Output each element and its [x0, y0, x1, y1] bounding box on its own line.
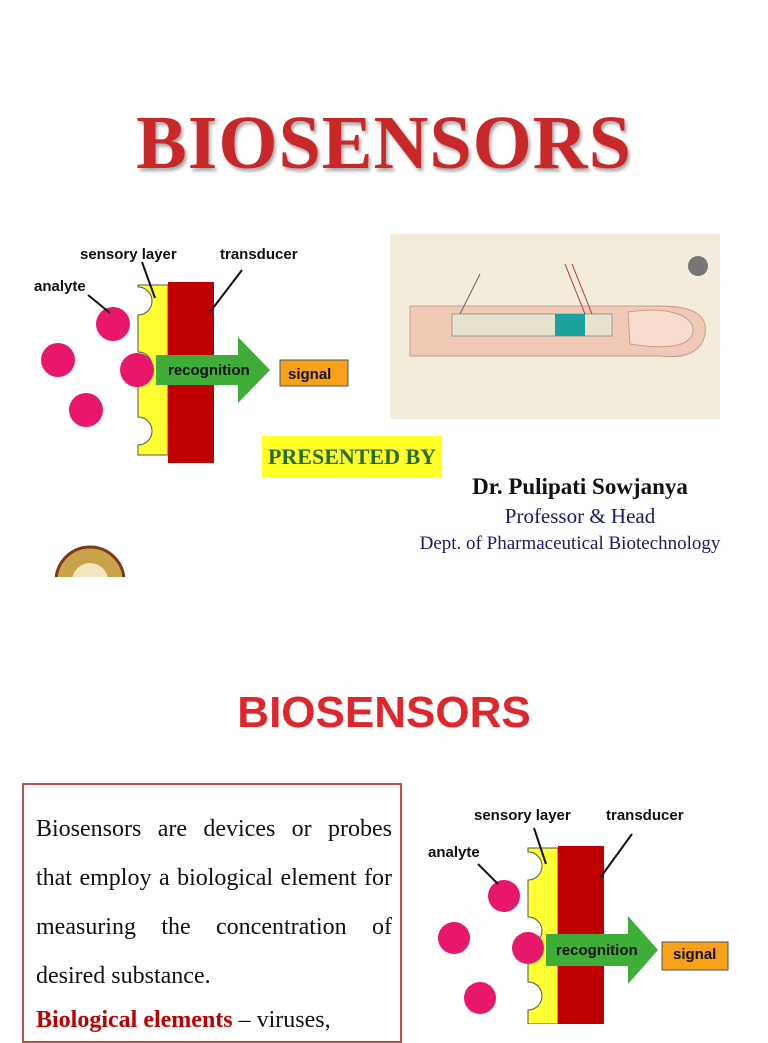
institution-logo	[54, 545, 126, 577]
definition-box: Biosensors are devices or probes that em…	[22, 783, 402, 1043]
analyte-dot	[96, 307, 130, 341]
recognition-label: recognition	[556, 942, 638, 959]
analyte-label: analyte	[428, 844, 480, 861]
definition-text: Biosensors are devices or probes that em…	[36, 816, 392, 989]
slide1-title: BIOSENSORS	[136, 101, 632, 185]
biological-elements-line: Biological elements – viruses,	[36, 1007, 392, 1034]
slide2-title: BIOSENSORS	[237, 688, 531, 737]
recognition-arrow	[156, 337, 270, 403]
recognition-label: recognition	[168, 362, 250, 379]
finger-sensor-illustration	[390, 234, 720, 419]
transducer-label: transducer	[606, 807, 684, 824]
signal-label: signal	[288, 366, 332, 383]
signal-label: signal	[673, 946, 717, 963]
analyte-dot	[41, 343, 75, 377]
author-role: Professor & Head	[504, 504, 656, 528]
transducer-label: transducer	[220, 246, 298, 263]
biological-elements-label: Biological elements	[36, 1007, 233, 1033]
analyte-dot	[438, 922, 470, 954]
signal-box	[661, 941, 729, 971]
presented-by-banner: PRESENTED BY	[262, 436, 442, 478]
sensory-layer-shape	[527, 847, 559, 1024]
biosensor-diagram-1	[41, 261, 349, 463]
biosensor-diagram-2	[438, 827, 729, 1024]
sensory-layer-label: sensory layer	[80, 246, 177, 263]
biological-elements-tail: – viruses,	[238, 1007, 331, 1033]
analyte-dot	[69, 393, 103, 427]
author-dept: Dept. of Pharmaceutical Biotechnology	[419, 533, 721, 554]
recognition-arrow	[546, 916, 658, 984]
author-name: Dr. Pulipati Sowjanya	[472, 474, 688, 499]
analyte-dot	[512, 932, 544, 964]
analyte-dot	[464, 982, 496, 1014]
signal-box	[279, 359, 349, 387]
analyte-dot	[120, 353, 154, 387]
analyte-label: analyte	[34, 278, 86, 295]
sensory-layer-label: sensory layer	[474, 807, 571, 824]
analyte-dot	[488, 880, 520, 912]
